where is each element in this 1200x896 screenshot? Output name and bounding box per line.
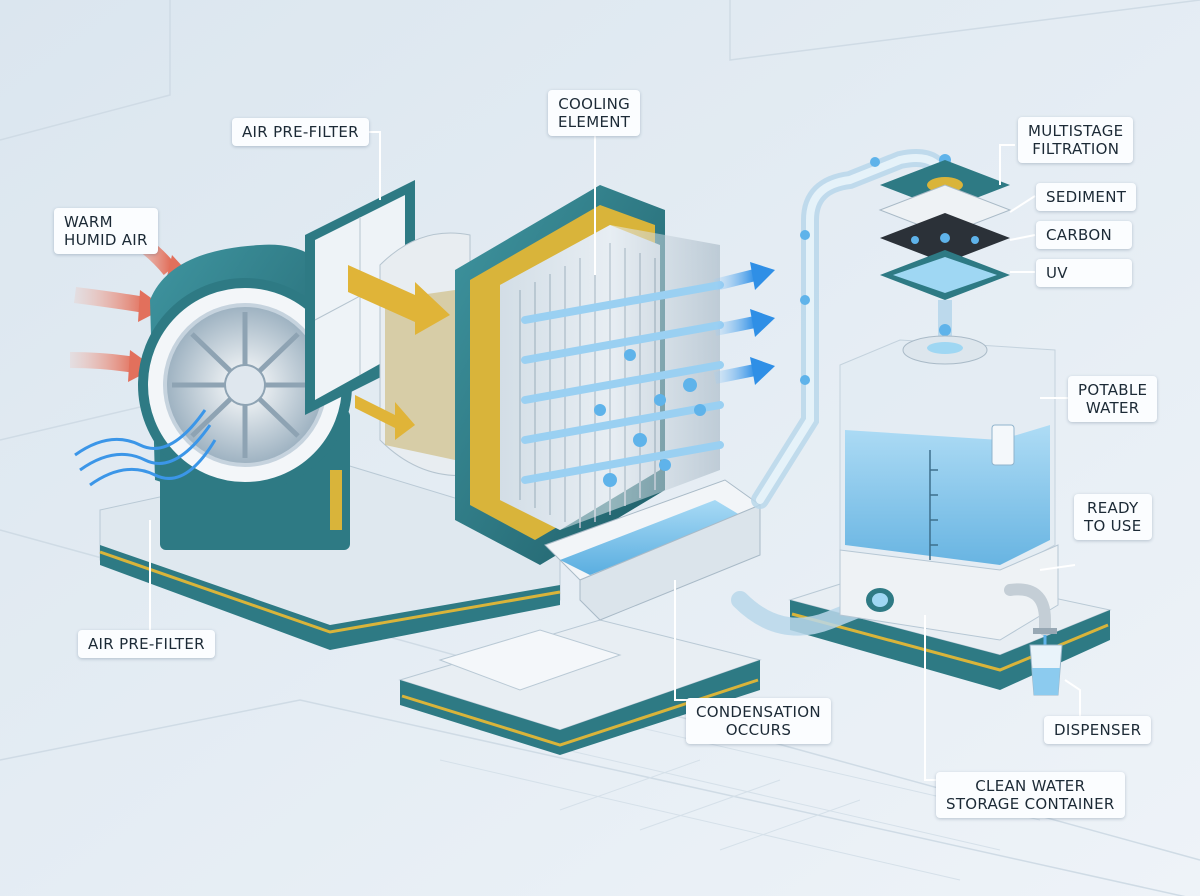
label-clean-water-storage-line2: STORAGE CONTAINER <box>946 795 1115 813</box>
label-ready-to-use-line1: READY <box>1086 499 1139 517</box>
label-warm-humid-air-line2: HUMID AIR <box>64 231 148 249</box>
label-carbon-text: CARBON <box>1046 226 1113 244</box>
storage-tank <box>839 335 1059 641</box>
label-multistage-filtration: MULTISTAGE FILTRATION <box>1018 117 1134 163</box>
label-multistage-filtration-line1: MULTISTAGE <box>1028 122 1124 140</box>
water-glass <box>1029 644 1063 696</box>
label-air-prefilter-bottom-text: AIR PRE-FILTER <box>88 635 205 653</box>
label-air-prefilter-top: AIR PRE-FILTER <box>232 118 369 146</box>
label-ready-to-use-line2: TO USE <box>1084 517 1142 535</box>
label-cooling-element: COOLING ELEMENT <box>548 90 641 136</box>
label-dispenser: DISPENSER <box>1044 716 1152 744</box>
label-uv: UV <box>1036 259 1132 287</box>
label-condensation-occurs: CONDENSATION OCCURS <box>686 698 831 744</box>
label-sediment-text: SEDIMENT <box>1046 188 1127 206</box>
coolant-coils <box>521 281 724 484</box>
filtration-stack <box>878 160 1012 340</box>
cool-outflow-arrows <box>713 262 775 385</box>
label-carbon: CARBON <box>1036 221 1132 249</box>
label-air-prefilter-top-text: AIR PRE-FILTER <box>242 123 359 141</box>
filtered-air-arrows <box>348 265 450 440</box>
label-ready-to-use: READY TO USE <box>1074 494 1152 540</box>
label-warm-humid-air-line1: WARM <box>64 213 113 231</box>
label-uv-text: UV <box>1046 264 1068 282</box>
cool-air-lines <box>74 409 217 487</box>
label-dispenser-text: DISPENSER <box>1054 721 1142 739</box>
cooling-element-unit <box>455 185 724 565</box>
label-condensation-occurs-line2: OCCURS <box>725 721 792 739</box>
label-condensation-occurs-line1: CONDENSATION <box>696 703 821 721</box>
label-clean-water-storage: CLEAN WATER STORAGE CONTAINER <box>936 772 1125 818</box>
label-cooling-element-line2: ELEMENT <box>558 113 631 131</box>
label-sediment: SEDIMENT <box>1036 183 1137 211</box>
label-multistage-filtration-line2: FILTRATION <box>1032 140 1120 158</box>
condensation-tray <box>544 479 762 621</box>
leader-lines <box>149 130 1081 781</box>
label-warm-humid-air: WARM HUMID AIR <box>54 208 158 254</box>
label-potable-water-line2: WATER <box>1085 399 1140 417</box>
label-clean-water-storage-line1: CLEAN WATER <box>975 777 1086 795</box>
label-cooling-element-line1: COOLING <box>558 95 631 113</box>
label-potable-water-line1: POTABLE <box>1078 381 1148 399</box>
label-air-prefilter-bottom: AIR PRE-FILTER <box>78 630 215 658</box>
label-potable-water: POTABLE WATER <box>1068 376 1158 422</box>
